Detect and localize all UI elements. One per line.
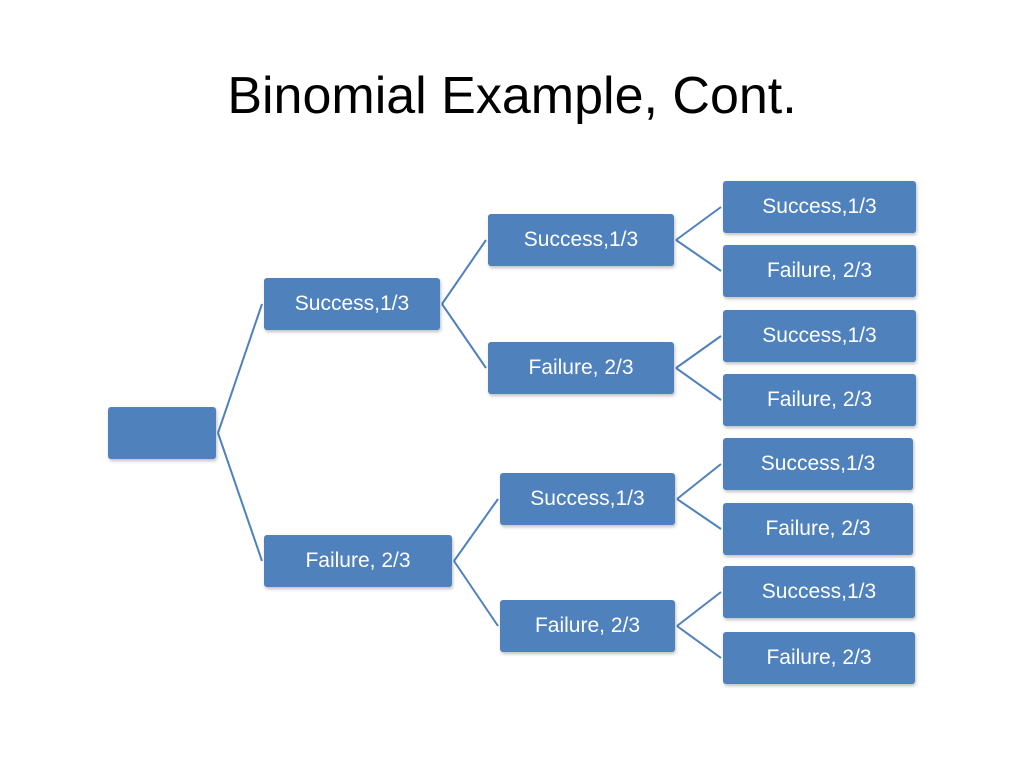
- tree-connector-line: [676, 498, 722, 530]
- tree-connector-line: [217, 432, 263, 562]
- tree-node-failure-l2: Failure, 2/3: [488, 342, 674, 394]
- tree-node-success-l3: Success,1/3: [723, 566, 915, 618]
- tree-root-node: [108, 407, 216, 459]
- tree-node-success-l1: Success,1/3: [264, 278, 440, 330]
- tree-node-failure-l1: Failure, 2/3: [264, 535, 452, 587]
- tree-connector-line: [676, 463, 722, 500]
- tree-connector-line: [675, 206, 722, 241]
- tree-node-failure-l3: Failure, 2/3: [723, 374, 916, 426]
- tree-connector-line: [676, 591, 722, 627]
- tree-node-success-l3: Success,1/3: [723, 181, 916, 233]
- tree-node-failure-l3: Failure, 2/3: [723, 245, 916, 297]
- tree-node-success-l3: Success,1/3: [723, 310, 916, 362]
- tree-connector-line: [453, 498, 499, 562]
- tree-connector-line: [675, 239, 722, 272]
- tree-node-success-l2: Success,1/3: [488, 214, 674, 266]
- tree-connector-line: [441, 239, 487, 305]
- tree-connector-line: [217, 303, 263, 434]
- tree-connector-line: [675, 335, 722, 369]
- tree-node-success-l3: Success,1/3: [723, 438, 913, 490]
- tree-connector-line: [453, 560, 499, 627]
- tree-connector-line: [676, 625, 722, 659]
- tree-node-failure-l3: Failure, 2/3: [723, 503, 913, 555]
- tree-node-failure-l3: Failure, 2/3: [723, 632, 915, 684]
- tree-node-failure-l2: Failure, 2/3: [500, 600, 675, 652]
- tree-connector-line: [675, 367, 722, 401]
- slide-title: Binomial Example, Cont.: [227, 67, 797, 125]
- tree-node-success-l2: Success,1/3: [500, 473, 675, 525]
- tree-connector-line: [441, 303, 487, 369]
